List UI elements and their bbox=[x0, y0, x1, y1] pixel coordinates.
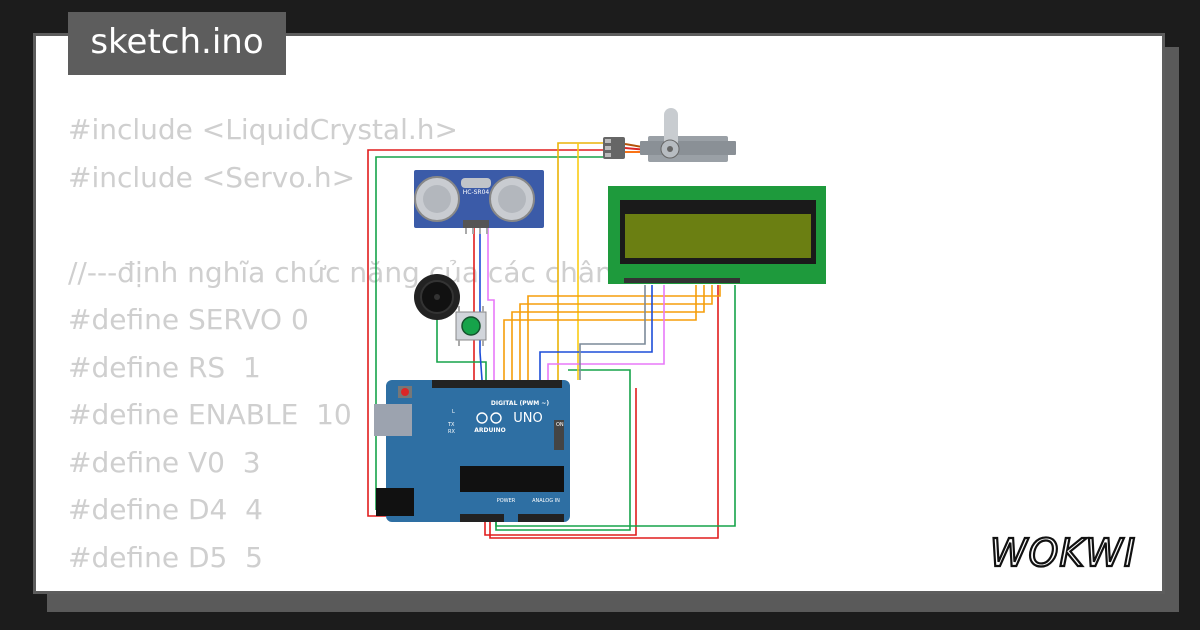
board-l-label: L bbox=[452, 409, 455, 415]
wire-orange-4 bbox=[503, 285, 697, 380]
sensor-label: HC-SR04 bbox=[463, 189, 490, 196]
board-analog-label: ANALOG IN bbox=[532, 498, 560, 504]
servo-motor[interactable] bbox=[603, 108, 736, 162]
board-brand-label: ARDUINO bbox=[474, 427, 505, 434]
board-rx-label: RX bbox=[448, 429, 455, 435]
ultrasonic-sensor[interactable]: HC-SR04 bbox=[414, 170, 544, 234]
wire-red-3 bbox=[484, 388, 637, 536]
code-line: #define D4 4 bbox=[68, 493, 263, 526]
wire-yellow-1 bbox=[557, 142, 612, 380]
board-tx-label: TX bbox=[447, 422, 455, 428]
wokwi-logo[interactable]: WOKWI bbox=[976, 520, 1151, 580]
wire-orange-1 bbox=[527, 285, 721, 380]
arduino-board[interactable]: DIGITAL (PWM ~) UNO ARDUINO ON TX RX L P… bbox=[374, 380, 570, 522]
code-line: #define V0 3 bbox=[68, 445, 261, 479]
wire-pink-1 bbox=[547, 285, 665, 380]
lcd-display[interactable] bbox=[608, 186, 826, 284]
wire-orange-2 bbox=[519, 285, 713, 380]
wokwi-logo-text: WOKWI bbox=[990, 531, 1136, 575]
push-button[interactable] bbox=[455, 306, 487, 346]
wire-red-4 bbox=[489, 285, 719, 539]
code-line: #include <LiquidCrystal.h> bbox=[68, 113, 458, 146]
wire-blue-2 bbox=[479, 228, 483, 381]
code-line: #define D5 5 bbox=[68, 540, 263, 574]
wire-blue-1 bbox=[539, 285, 653, 380]
board-digital-label: DIGITAL (PWM ~) bbox=[491, 400, 549, 407]
buzzer[interactable] bbox=[414, 274, 460, 320]
wire-gray-1 bbox=[579, 285, 646, 380]
wire-pink-2 bbox=[487, 228, 495, 380]
arduino-logo-icon bbox=[476, 412, 502, 424]
project-preview-card[interactable]: #include <LiquidCrystal.h> #include <Serv… bbox=[33, 33, 1165, 594]
board-model-label: UNO bbox=[513, 411, 542, 426]
wire-green-1 bbox=[375, 156, 612, 510]
wire-green-4 bbox=[436, 318, 487, 380]
code-line: #include <Servo.h> bbox=[68, 160, 356, 194]
code-line: #define RS 1 bbox=[68, 350, 261, 384]
file-name-tab[interactable]: sketch.ino bbox=[68, 12, 286, 75]
code-line: #define D6 6 bbox=[68, 581, 613, 591]
board-on-label: ON bbox=[556, 422, 564, 428]
wire-green-3 bbox=[495, 285, 736, 527]
board-power-label: POWER bbox=[497, 498, 516, 504]
code-line: #define SERVO 0 bbox=[68, 303, 309, 336]
code-line: #define ENABLE 10 bbox=[68, 398, 352, 431]
wire-orange-3 bbox=[511, 285, 705, 380]
wires bbox=[367, 142, 736, 539]
